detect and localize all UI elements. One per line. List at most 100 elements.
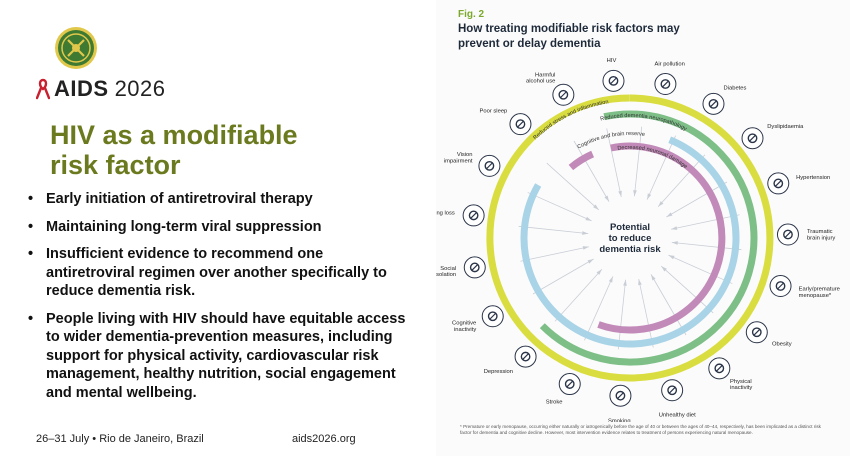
uterus-icon-mark bbox=[777, 282, 784, 290]
cigarette-icon-glyph bbox=[615, 390, 626, 401]
footer-event-info: 26–31 July • Rio de Janeiro, Brazil bbox=[36, 433, 204, 445]
bed-icon-mark bbox=[517, 120, 524, 128]
arrow-head bbox=[651, 274, 656, 281]
wine-glass-icon-glyph bbox=[558, 89, 569, 100]
inward-arrow bbox=[532, 258, 594, 295]
cigarette-icon-mark bbox=[617, 392, 624, 400]
arrow-head bbox=[661, 266, 667, 272]
inward-arrow bbox=[638, 278, 654, 348]
arc-label: Reduced stress and inflammation bbox=[532, 99, 609, 141]
inward-arrow bbox=[518, 225, 589, 235]
risk-factor-node: Hypertension bbox=[767, 172, 830, 195]
risk-factor-node: Depression bbox=[484, 345, 537, 375]
brain-icon-mark bbox=[784, 231, 792, 238]
factory-icon-mark bbox=[661, 80, 669, 88]
slide-title-line: HIV as a modifiable bbox=[50, 120, 298, 150]
footer-url: aids2026.org bbox=[292, 433, 356, 445]
isolation-icon-mark bbox=[471, 264, 479, 271]
brand-logo: AIDS 2026 bbox=[36, 76, 166, 102]
center-label-line: Potential bbox=[610, 222, 650, 233]
inward-arrow bbox=[668, 254, 733, 284]
food-icon-glyph bbox=[667, 385, 678, 396]
risk-factor-node: Obesity bbox=[745, 321, 792, 348]
bullet-item: Insufficient evidence to recommend one a… bbox=[26, 245, 406, 301]
risk-factor-label: HIV bbox=[607, 58, 617, 64]
inward-arrow bbox=[573, 140, 610, 202]
brand-name: AIDS bbox=[54, 76, 109, 101]
arrow-head bbox=[638, 279, 642, 286]
arrow-head bbox=[618, 190, 622, 197]
factory-icon-glyph bbox=[660, 79, 671, 89]
inward-arrow bbox=[657, 154, 706, 208]
arrow-head bbox=[587, 259, 594, 264]
center-label-line: to reduce bbox=[609, 233, 652, 244]
bullet-item: Early initiation of antiretroviral thera… bbox=[26, 190, 406, 209]
inward-arrow bbox=[646, 135, 676, 200]
inward-arrow bbox=[670, 214, 740, 230]
sad-head-icon-mark bbox=[522, 353, 530, 360]
heart-pressure-icon-mark bbox=[774, 179, 782, 187]
bed-icon-glyph bbox=[515, 119, 526, 130]
risk-factor-label: Unhealthy diet bbox=[659, 413, 696, 419]
risk-factor-label: Hypertension bbox=[796, 175, 830, 181]
arrow-head bbox=[604, 195, 609, 202]
arrow-head bbox=[593, 204, 599, 210]
risk-factor-node: Unhealthy diet bbox=[659, 379, 696, 419]
slide-title-line: risk factor bbox=[50, 150, 181, 180]
arrow-head bbox=[623, 279, 627, 286]
risk-factor-label: Hearing loss bbox=[436, 211, 455, 217]
inward-arrow bbox=[617, 279, 627, 350]
footer-separator: • bbox=[92, 433, 97, 445]
red-ribbon-icon bbox=[36, 78, 50, 100]
arrow-head bbox=[671, 241, 678, 245]
arrow-head bbox=[647, 193, 652, 200]
inward-arrow bbox=[650, 274, 687, 336]
risk-factor-node: Poor sleep bbox=[480, 108, 532, 136]
syringe-icon-glyph bbox=[747, 133, 758, 144]
brand-year: 2026 bbox=[114, 76, 166, 101]
heart-pressure-icon-glyph bbox=[773, 178, 784, 189]
sad-head-icon-glyph bbox=[520, 351, 531, 362]
eye-icon-mark bbox=[485, 162, 493, 170]
wine-glass-icon-mark bbox=[559, 91, 567, 99]
cognition-icon-mark bbox=[489, 312, 497, 320]
inward-arrow bbox=[527, 192, 592, 222]
brain-stroke-icon-glyph bbox=[564, 379, 575, 389]
glucometer-icon-mark bbox=[710, 100, 717, 108]
arrow-head bbox=[666, 212, 673, 217]
arrow-head bbox=[658, 201, 664, 207]
inward-arrow bbox=[584, 276, 614, 341]
eye-icon-glyph bbox=[484, 160, 495, 171]
scale-icon-glyph bbox=[751, 327, 762, 338]
risk-factor-label: Stroke bbox=[546, 400, 563, 406]
bullet-item: Maintaining long-term viral suppression bbox=[26, 218, 406, 237]
uterus-icon-glyph bbox=[775, 281, 786, 291]
inward-arrow bbox=[606, 128, 622, 198]
arc-band bbox=[597, 142, 726, 334]
figure-label: Fig. 2 bbox=[458, 9, 485, 20]
brain-icon-glyph bbox=[783, 229, 793, 240]
footer-place: Rio de Janeiro, Brazil bbox=[99, 433, 204, 445]
inward-arrow bbox=[660, 265, 714, 314]
cognition-icon-glyph bbox=[487, 311, 498, 322]
arc-band bbox=[520, 136, 740, 348]
arc-band bbox=[568, 150, 595, 171]
risk-factor-node: Stroke bbox=[546, 373, 581, 406]
risk-factor-label: Obesity bbox=[772, 342, 792, 348]
arrow-head bbox=[596, 269, 602, 275]
risk-factor-node: Air pollution bbox=[654, 61, 685, 96]
inward-arrow bbox=[633, 126, 643, 197]
arrows-group bbox=[518, 126, 742, 350]
isolation-icon-glyph bbox=[469, 262, 480, 273]
risk-factor-label: Depression bbox=[484, 369, 513, 375]
